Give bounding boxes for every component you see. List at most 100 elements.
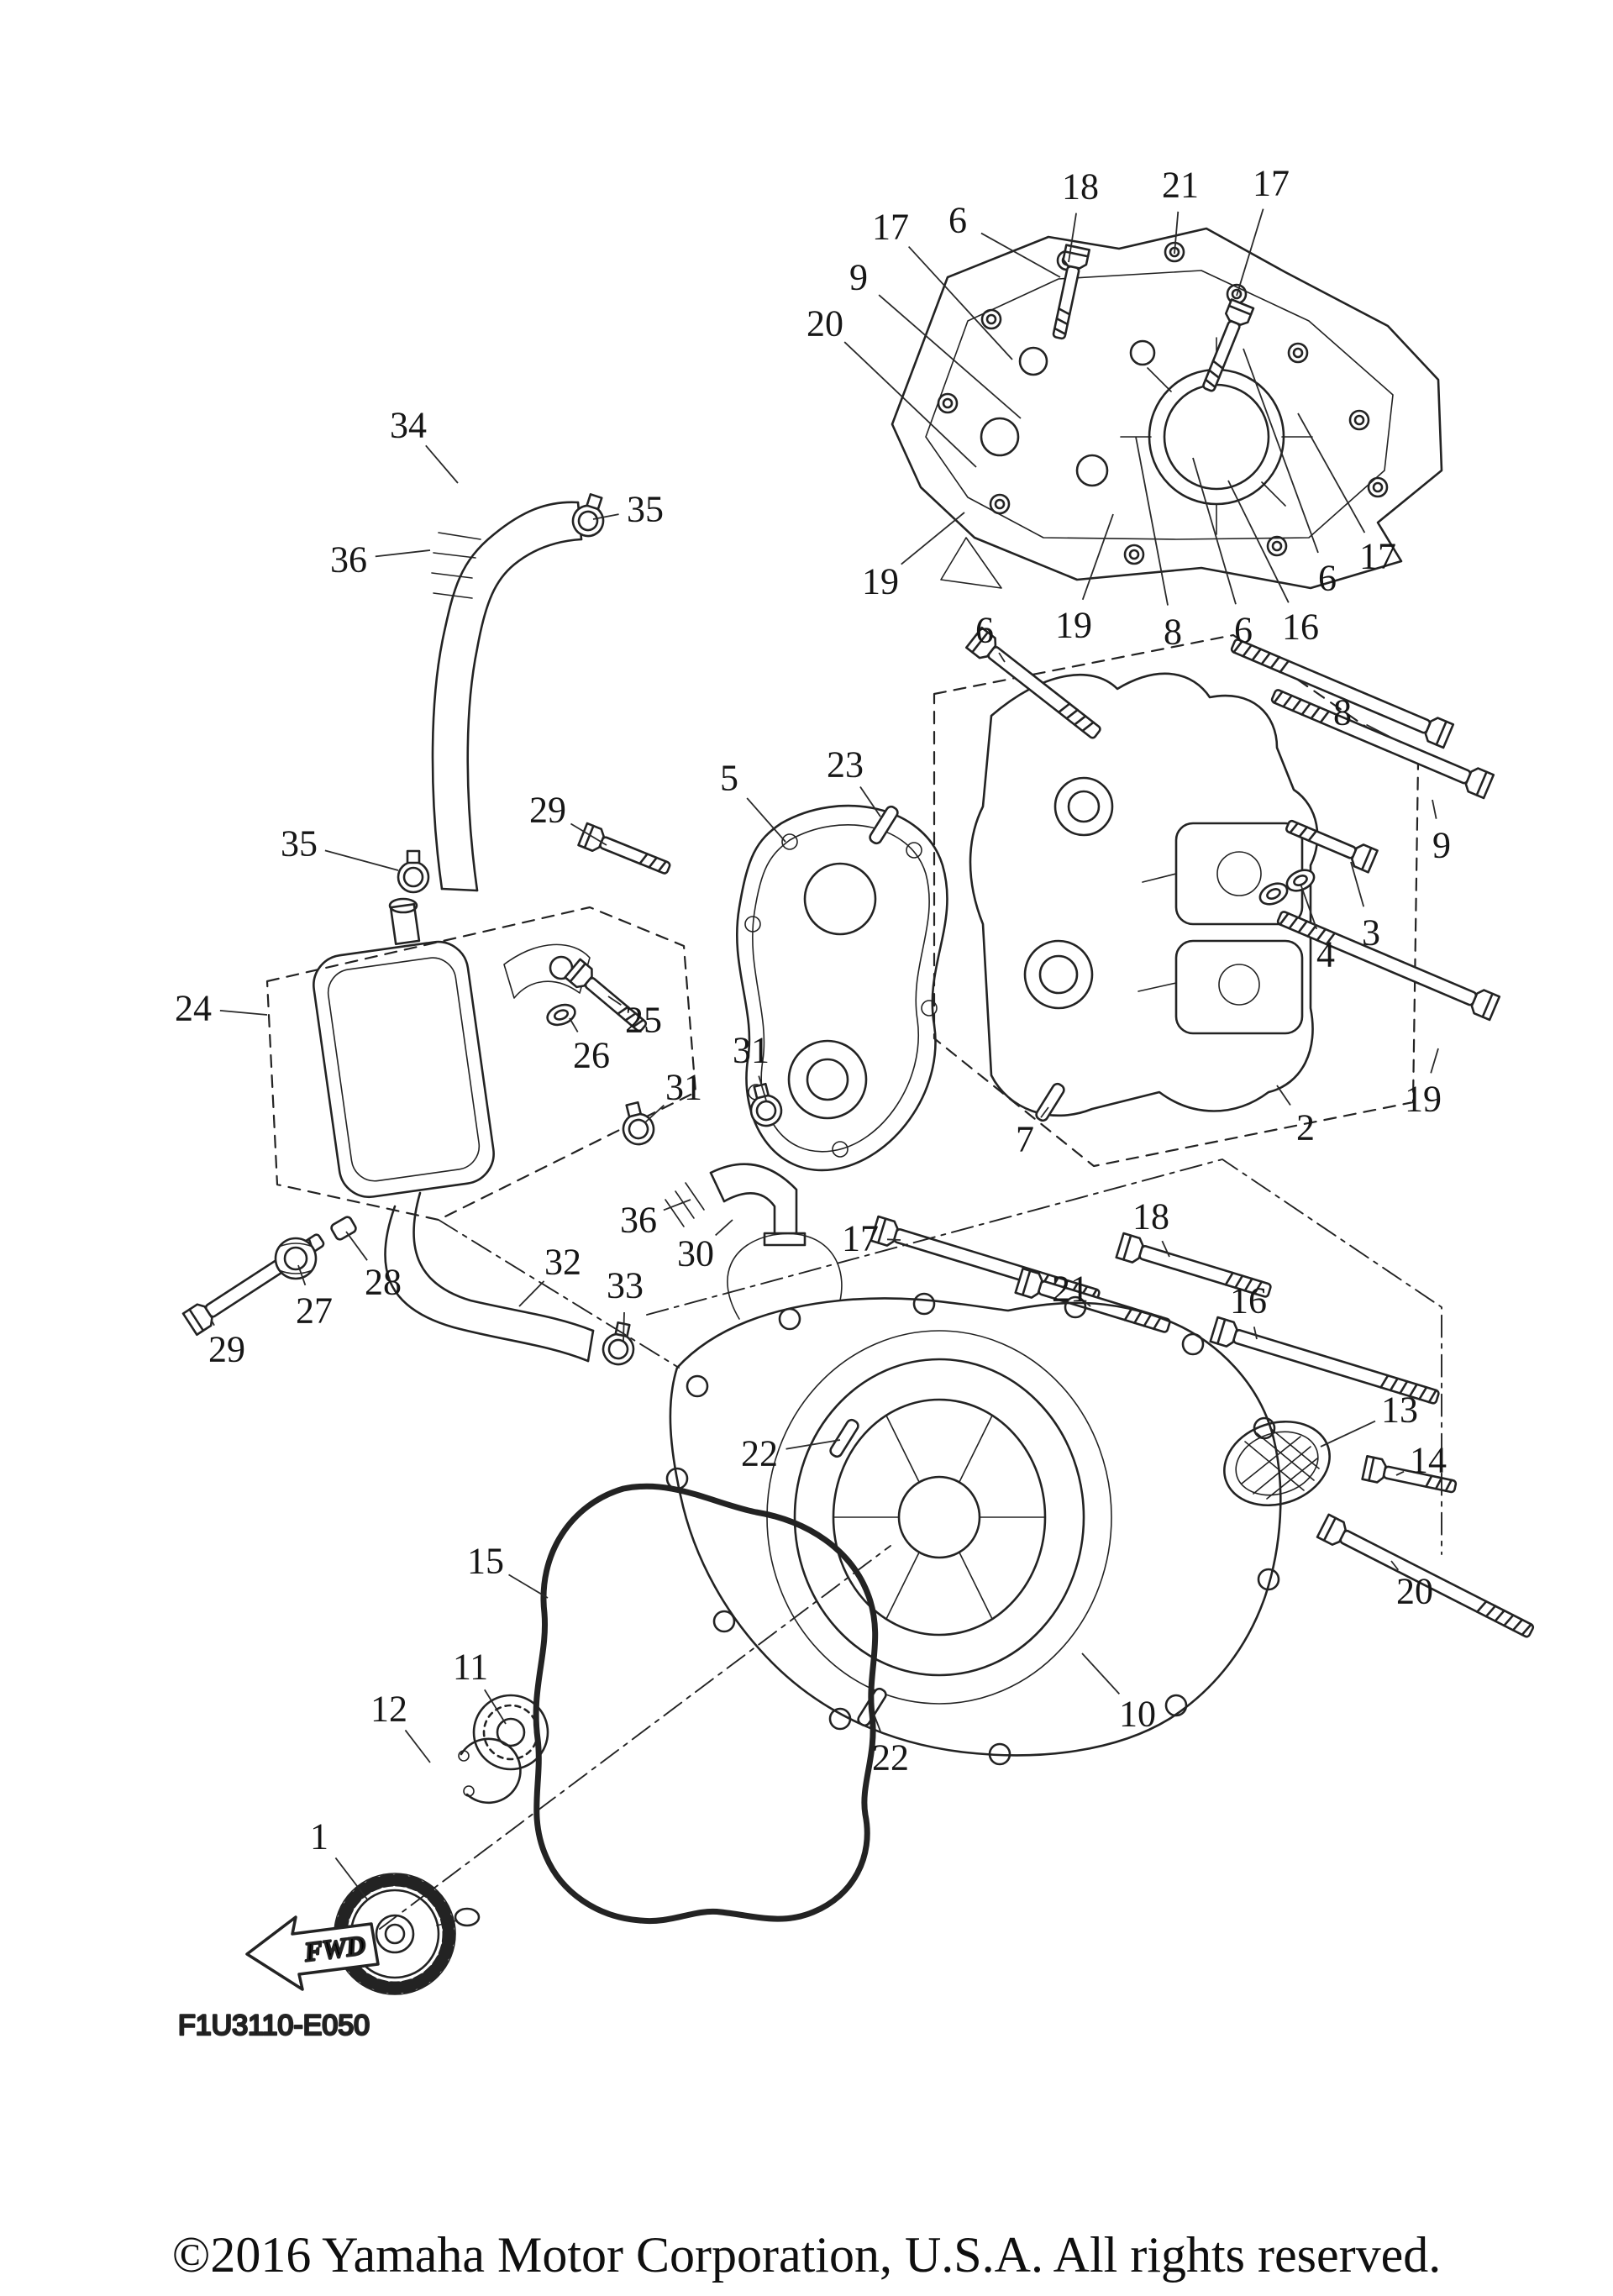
callout-2: 2 (1296, 1107, 1315, 1148)
callout-19: 19 (1405, 1079, 1442, 1120)
leader-line-22 (873, 1713, 882, 1733)
cover-bolts (870, 1215, 1538, 1645)
callout-17: 17 (1253, 163, 1290, 204)
callout-16: 16 (1230, 1280, 1267, 1321)
callout-34: 34 (390, 405, 427, 446)
leader-line-34 (425, 444, 459, 484)
leader-line-19 (1081, 513, 1114, 601)
lower-hose (384, 1191, 640, 1369)
callout-26: 26 (573, 1035, 610, 1076)
callout-35: 35 (281, 823, 318, 864)
leader-line-21 (1083, 1300, 1091, 1307)
callout-10: 10 (1119, 1694, 1156, 1735)
cover-gasket (533, 1483, 879, 1925)
callout-19: 19 (1055, 605, 1092, 646)
leader-line-29 (570, 822, 607, 846)
callout-4: 4 (1316, 934, 1335, 975)
leader-line-15 (508, 1574, 549, 1599)
leader-line-26 (569, 1017, 579, 1032)
leader-line-25 (607, 996, 622, 1006)
leader-line-20 (843, 341, 977, 468)
callout-17: 17 (1359, 536, 1396, 577)
oil-pump-assembly (933, 626, 1420, 1168)
leader-line-31 (644, 1104, 665, 1123)
leader-line-8 (1135, 436, 1169, 606)
leader-line-6 (980, 232, 1061, 278)
callout-3: 3 (1362, 912, 1380, 954)
callout-15: 15 (467, 1541, 504, 1582)
callout-25: 25 (625, 1000, 662, 1041)
callout-11: 11 (453, 1647, 488, 1688)
callout-19: 19 (862, 561, 899, 602)
callout-31: 31 (733, 1030, 770, 1071)
callout-8: 8 (1333, 692, 1352, 733)
leader-line-6 (998, 652, 1006, 663)
leader-line-6 (1243, 348, 1319, 554)
callout-9: 9 (1432, 825, 1451, 866)
leader-line-36 (375, 549, 431, 558)
inner-crankcase-cover (891, 227, 1443, 590)
copyright-text: ©2016 Yamaha Motor Corporation, U.S.A. A… (171, 2227, 1442, 2283)
callout-36: 36 (330, 539, 367, 581)
leader-line-10 (1081, 1652, 1121, 1695)
callout-6: 6 (975, 610, 994, 651)
leader-line-19 (1430, 1048, 1439, 1074)
callout-32: 32 (544, 1242, 581, 1283)
leader-line-29 (211, 1320, 215, 1327)
callout-20: 20 (1396, 1571, 1433, 1612)
leader-line-3 (1350, 861, 1365, 907)
callout-36: 36 (620, 1200, 657, 1241)
leader-line-18 (1068, 213, 1077, 263)
elbow-joint (616, 1080, 806, 1247)
callout-22: 22 (872, 1737, 909, 1778)
leader-line-9 (878, 294, 1022, 419)
callout-7: 7 (1016, 1119, 1034, 1160)
callout-21: 21 (1052, 1269, 1089, 1310)
callout-13: 13 (1381, 1390, 1418, 1431)
callout-27: 27 (296, 1290, 333, 1332)
leader-line-16 (1253, 1327, 1258, 1340)
leader-line-2 (1276, 1085, 1291, 1106)
leader-line-35 (324, 849, 399, 871)
callout-12: 12 (370, 1689, 407, 1730)
leader-line-8 (1366, 723, 1402, 743)
callout-6: 6 (1318, 558, 1337, 599)
callout-14: 14 (1410, 1440, 1447, 1481)
leader-line-35 (592, 513, 619, 520)
diagram-code: F1U3110-E050 (178, 2010, 370, 2041)
fwd-arrow: FWD (245, 1915, 380, 1991)
leader-line-30 (715, 1219, 733, 1237)
callout-6: 6 (1234, 610, 1253, 651)
leader-line-11 (484, 1689, 507, 1725)
leader-line-22 (785, 1439, 841, 1450)
leader-line-18 (1161, 1240, 1170, 1258)
callout-16: 16 (1282, 607, 1319, 648)
leader-line-17 (1297, 412, 1366, 533)
drive-gear-set (334, 1545, 891, 1995)
leader-line-36 (663, 1199, 691, 1211)
leader-line-17 (886, 1238, 901, 1241)
callout-6: 6 (948, 200, 967, 241)
callout-29: 29 (529, 790, 566, 831)
leader-line-17 (907, 245, 1013, 360)
callout-33: 33 (607, 1265, 644, 1306)
callout-5: 5 (720, 758, 738, 799)
leader-line-7 (1040, 1106, 1049, 1118)
callout-18: 18 (1132, 1196, 1169, 1237)
leader-line-21 (1174, 211, 1180, 255)
leader-line-13 (1320, 1420, 1376, 1447)
callout-21: 21 (1162, 165, 1199, 206)
leader-line-27 (297, 1264, 307, 1286)
callout-17: 17 (842, 1218, 879, 1259)
leader-line-12 (404, 1729, 431, 1763)
right-bolts (1227, 632, 1501, 1022)
callout-23: 23 (827, 744, 864, 785)
callout-28: 28 (365, 1262, 402, 1303)
callout-18: 18 (1062, 166, 1099, 208)
leader-line-24 (219, 1010, 268, 1016)
leader-line-31 (758, 1075, 767, 1101)
water-pump-gasket (736, 803, 948, 1172)
leader-line-20 (1390, 1560, 1400, 1571)
leader-line-28 (345, 1231, 368, 1261)
